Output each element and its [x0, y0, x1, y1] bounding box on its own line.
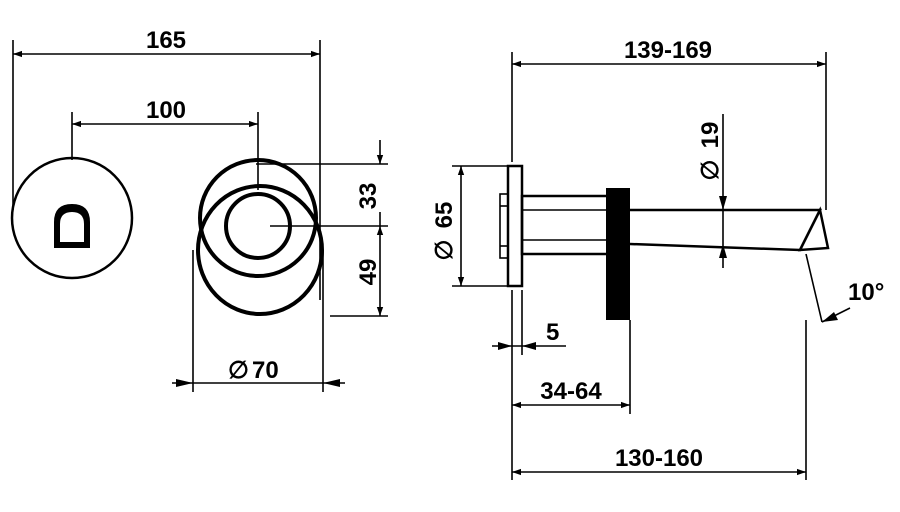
- dimension-label-70: 70: [252, 357, 279, 384]
- spout-pipe: [629, 208, 823, 252]
- dimension-label-100: 100: [146, 97, 186, 124]
- angle-arrow: [822, 312, 838, 322]
- arrow-70-left: [176, 379, 193, 387]
- dimension-label-165: 165: [146, 27, 186, 54]
- dimension-label-139-169: 139-169: [624, 37, 712, 64]
- mounting-block: [499, 193, 509, 259]
- diameter-symbol-65: ∅: [431, 240, 458, 261]
- arrow-5-right: [522, 342, 536, 350]
- front-view: 165 100 33 49 ∅ 70: [10, 27, 388, 392]
- dimension-label-65: 65: [431, 202, 458, 229]
- side-view: 139-169 ∅ 19 ∅ 65 5 34-64 130-160 10°: [431, 37, 884, 480]
- spout-plate-front: [196, 184, 324, 316]
- diameter-symbol-70: ∅: [228, 357, 249, 384]
- spout-body: [520, 194, 612, 256]
- arrow-5-left: [498, 342, 512, 350]
- diameter-symbol-19: ∅: [697, 160, 724, 181]
- angle-label-10: 10°: [848, 279, 884, 306]
- dimension-label-19: 19: [697, 122, 724, 149]
- dimension-label-130-160: 130-160: [615, 445, 703, 472]
- arrow-19-top: [719, 196, 727, 210]
- wall-plate: [506, 164, 524, 288]
- angle-reference-line: [805, 253, 823, 323]
- dimension-label-49: 49: [355, 259, 382, 286]
- arrow-70-right: [323, 379, 340, 387]
- dimension-label-33: 33: [355, 183, 382, 210]
- knurled-ring: [606, 188, 630, 320]
- spout-tip: [797, 206, 830, 252]
- dimension-label-5: 5: [546, 319, 559, 346]
- handle-lever-icon: [54, 204, 90, 248]
- arrow-19-bottom: [719, 244, 727, 258]
- handle-plate-outline: [10, 156, 134, 280]
- dimension-label-34-64: 34-64: [540, 378, 602, 405]
